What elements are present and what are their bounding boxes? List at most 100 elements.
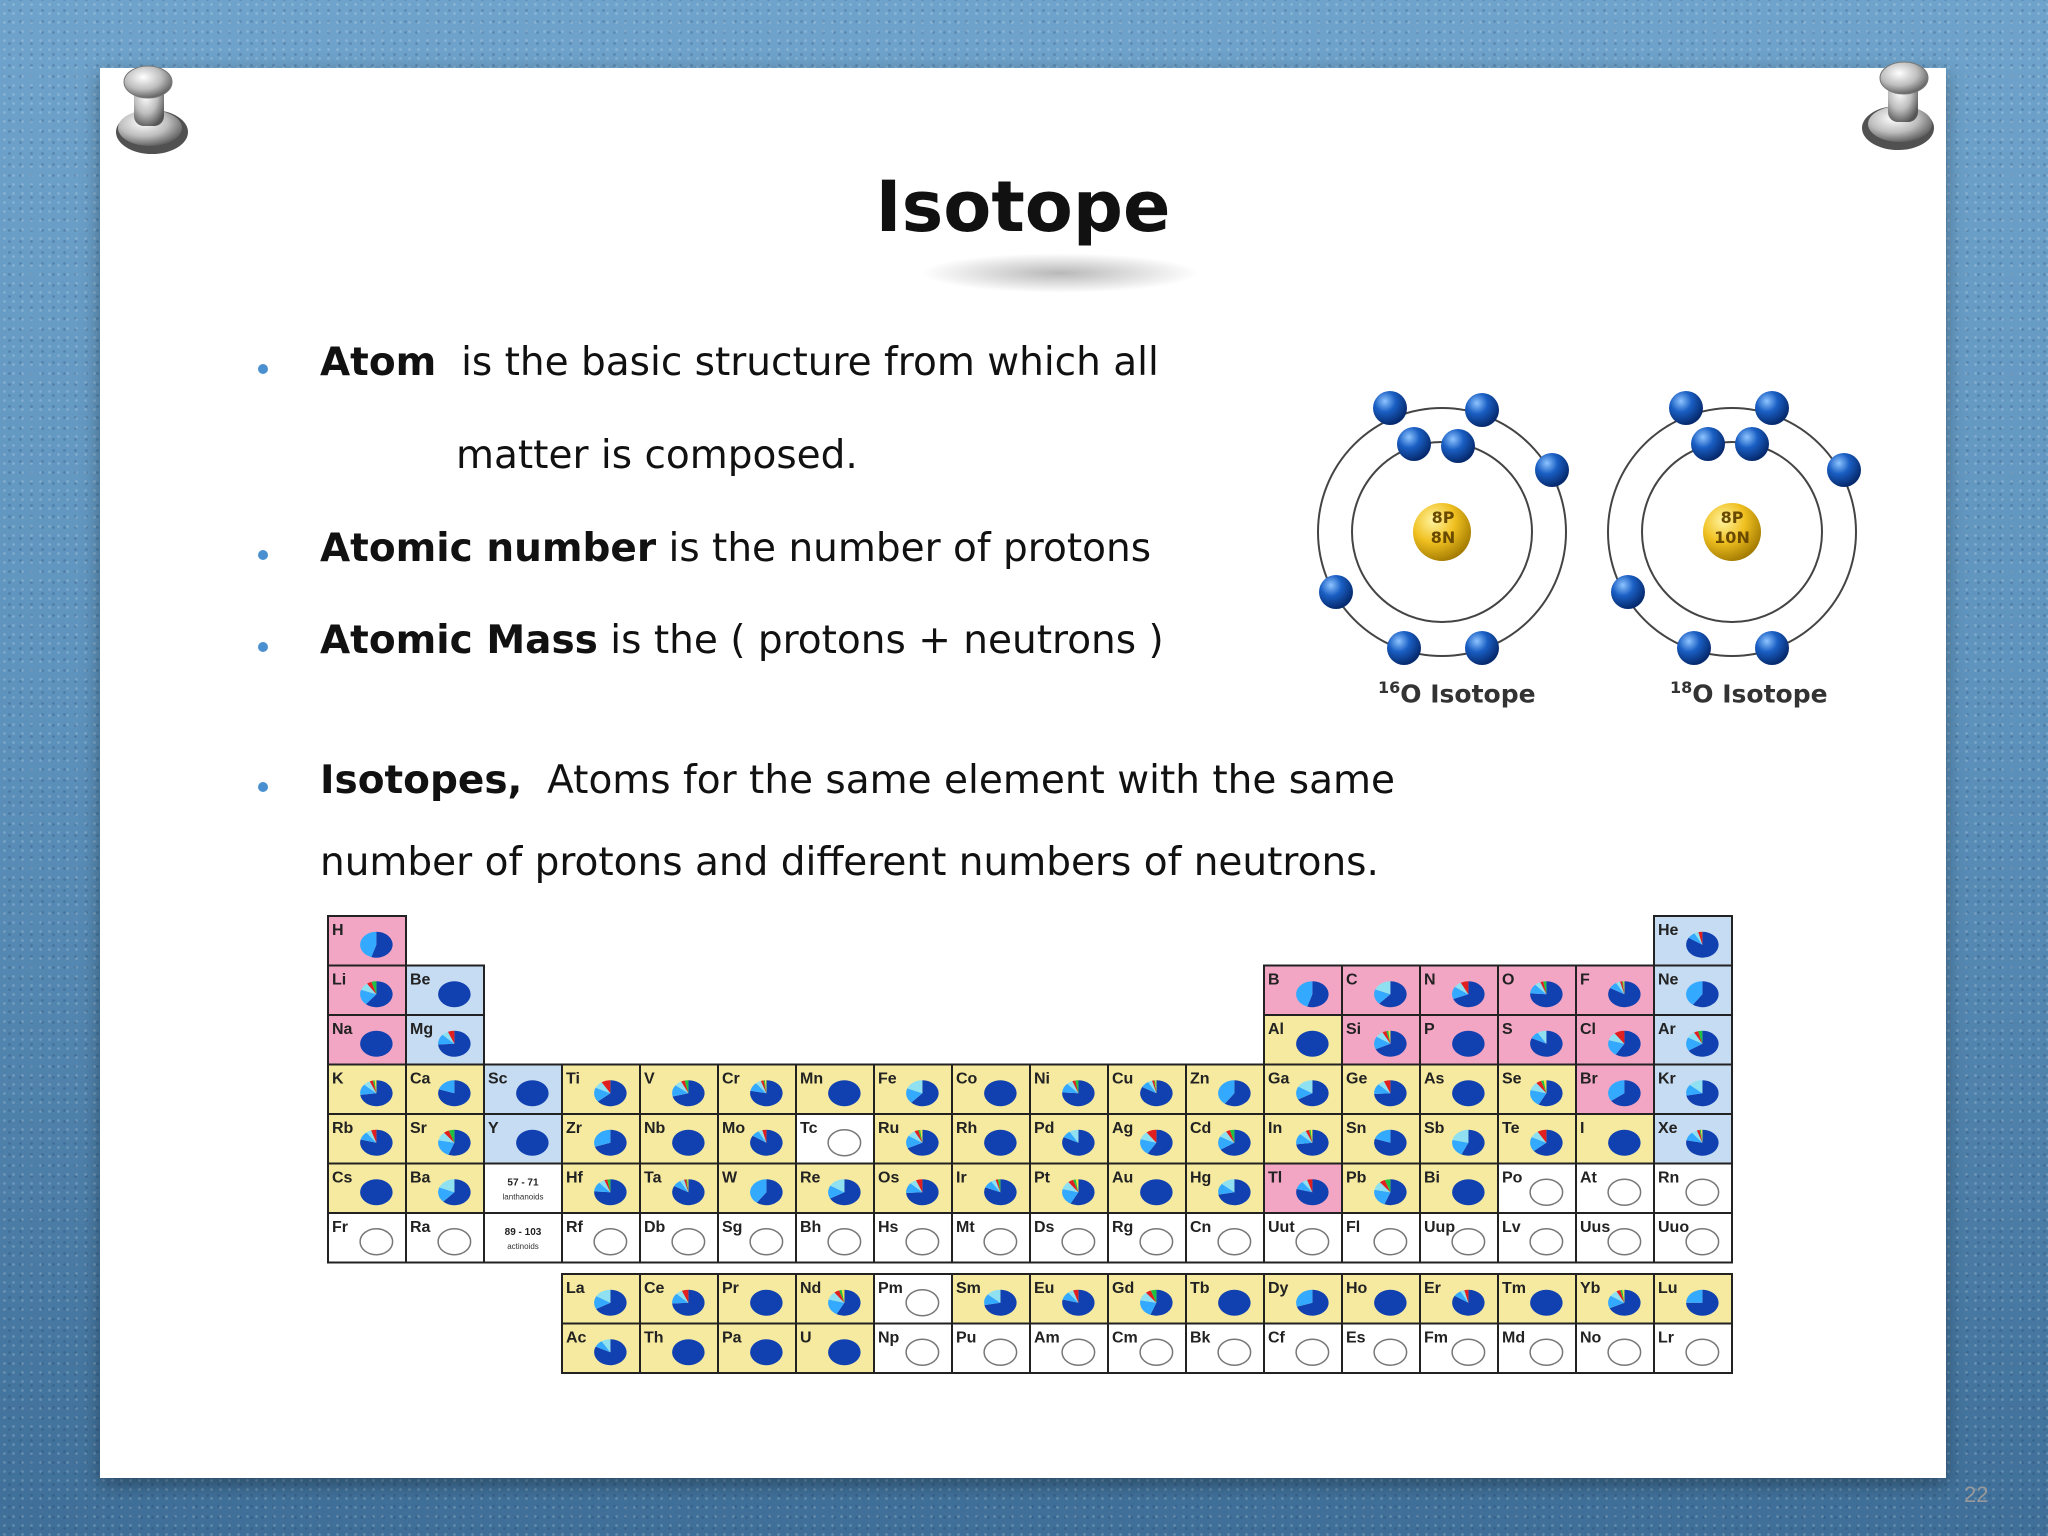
electron-icon (1373, 391, 1407, 425)
element-symbol: H (332, 922, 344, 939)
element-cell: Th (639, 1322, 719, 1374)
isotope-pie-empty (983, 1227, 1018, 1256)
element-symbol: Zn (1190, 1071, 1210, 1088)
isotope-pie-slice (1220, 1131, 1235, 1143)
element-cell: Au (1107, 1162, 1187, 1214)
element-symbol: Rg (1112, 1219, 1133, 1236)
element-cell: Yb (1575, 1273, 1655, 1325)
isotope-pie-empty (983, 1338, 1018, 1366)
isotope-pie-slice (1453, 981, 1485, 1008)
electron-icon (1465, 631, 1499, 665)
isotope-pie-slice (750, 1179, 767, 1203)
element-cell: Sg (717, 1212, 797, 1264)
isotope-pie (750, 1339, 783, 1366)
isotope-pie-slice (1308, 1129, 1313, 1143)
element-symbol: Zr (566, 1120, 582, 1137)
element-symbol: I (1580, 1120, 1584, 1137)
element-symbol: Ds (1034, 1219, 1055, 1236)
isotope-pie-slice (910, 1180, 923, 1193)
element-symbol: Mt (956, 1219, 975, 1236)
isotope-pie-empty (1451, 1227, 1486, 1256)
isotope-pie-slice (360, 1080, 393, 1107)
element-symbol: Er (1424, 1280, 1441, 1297)
element-symbol: Dy (1268, 1280, 1289, 1297)
isotope-pie-slice (1614, 1030, 1625, 1044)
isotope-pie-slice (1374, 1182, 1391, 1193)
isotope-pie-slice (372, 1080, 377, 1094)
isotope-pie-slice (596, 1289, 611, 1303)
isotope-pie-slice (595, 1341, 611, 1353)
isotope-pie-slice (1533, 1129, 1563, 1156)
isotope-pie-slice (1608, 1033, 1625, 1044)
element-symbol: Cu (1112, 1071, 1133, 1088)
isotope-pie-slice (1226, 1130, 1235, 1143)
element-cell: Uus (1575, 1212, 1655, 1264)
isotope-pie (1530, 1289, 1563, 1316)
element-cell: Zr (561, 1113, 641, 1165)
element-cell: Er (1419, 1273, 1499, 1325)
element-symbol: Os (878, 1170, 899, 1187)
element-symbol: 57 - 71 (507, 1178, 539, 1189)
element-cell: Ne (1653, 964, 1733, 1016)
isotope-pie-slice (439, 1179, 455, 1193)
element-cell: Cf (1263, 1322, 1343, 1374)
atom-diagrams (1317, 391, 1861, 665)
isotope-pie-slice (366, 1130, 377, 1143)
isotope-pie-slice (438, 1132, 455, 1143)
isotope-pie-slice (1688, 1030, 1719, 1057)
isotope-pie-slice (360, 989, 377, 1005)
isotope-pie-slice (1154, 1080, 1157, 1094)
element-cell: Pm (873, 1273, 953, 1325)
element-symbol: Pr (722, 1280, 739, 1297)
isotope-pie-slice (762, 1129, 767, 1143)
element-symbol: Uuo (1658, 1219, 1689, 1236)
element-cell: Pu (951, 1322, 1031, 1374)
element-symbol: Ce (644, 1280, 665, 1297)
isotope-pie-slice (1305, 1130, 1313, 1143)
element-cell: Ga (1263, 1063, 1343, 1115)
isotope-pie-slice (1062, 1181, 1079, 1193)
isotope-label: O Isotope (1692, 679, 1828, 709)
element-cell: K (327, 1063, 407, 1115)
isotope-pie-empty (1373, 1227, 1408, 1256)
element-cell: Sc (483, 1063, 563, 1115)
element-cell: O (1497, 964, 1577, 1016)
isotope-pie-empty (359, 1227, 394, 1256)
element-symbol: Hg (1190, 1170, 1211, 1187)
element-symbol: Am (1034, 1330, 1060, 1347)
isotope-pie-slice (680, 1179, 689, 1193)
element-symbol: Ni (1034, 1071, 1050, 1088)
element-symbol: Lv (1502, 1219, 1521, 1236)
atom-16o (1317, 391, 1569, 665)
element-cell: Fl (1341, 1212, 1421, 1264)
isotope-pie-empty (1529, 1338, 1564, 1366)
isotope-caption-18o: 18O Isotope (1670, 678, 1828, 708)
isotope-pie-slice (1620, 1289, 1625, 1303)
isotope-pie-slice (596, 1289, 627, 1316)
element-symbol: Rn (1658, 1170, 1679, 1187)
isotope-pie-slice (1686, 1080, 1719, 1107)
isotope-pie-slice (1610, 983, 1625, 995)
element-symbol: Pu (956, 1330, 976, 1347)
atom-18o (1607, 391, 1861, 665)
push-pin-icon (116, 65, 188, 154)
isotope-pie-slice (914, 1130, 923, 1143)
element-symbol: P (1424, 1021, 1435, 1038)
element-cell: Zn (1185, 1063, 1265, 1115)
isotope-pie-slice (1694, 1031, 1703, 1044)
element-symbol: Ar (1658, 1021, 1676, 1038)
electron-icon (1319, 575, 1353, 609)
isotope-pie-slice (1686, 1132, 1703, 1143)
element-symbol: As (1424, 1071, 1445, 1088)
element-cell: Ca (405, 1063, 485, 1115)
element-symbol: Fm (1424, 1330, 1448, 1347)
element-symbol: Yb (1580, 1280, 1601, 1297)
isotope-pie-slice (839, 1289, 845, 1303)
isotope-pie-slice (367, 981, 377, 995)
isotope-pie-slice (1688, 1032, 1703, 1044)
element-cell: Cn (1185, 1212, 1265, 1264)
isotope-pie-slice (681, 1080, 689, 1094)
element-cell: Bk (1185, 1322, 1265, 1374)
